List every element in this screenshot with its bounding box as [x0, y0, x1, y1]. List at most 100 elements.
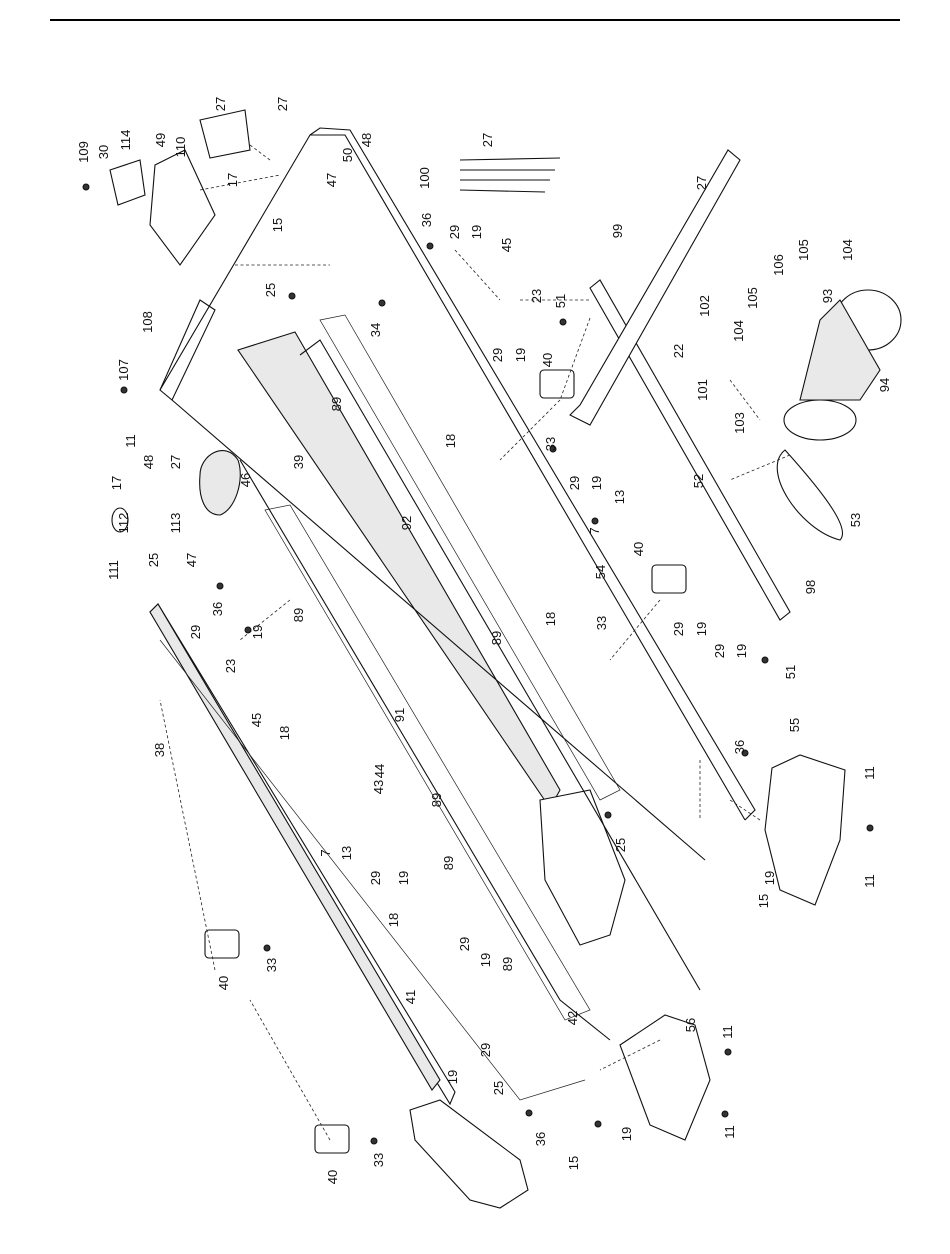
- part-label-22: 22: [671, 344, 686, 358]
- part-label-108: 108: [140, 311, 155, 333]
- part-label-103: 103: [732, 412, 747, 434]
- frame-top-edge: [159, 134, 746, 821]
- part-label-89: 89: [329, 397, 344, 411]
- part-label-102: 102: [697, 295, 712, 317]
- part-label-27: 27: [168, 455, 183, 469]
- part-label-33: 33: [594, 616, 609, 630]
- part-label-29: 29: [447, 225, 462, 239]
- part-label-29: 29: [671, 622, 686, 636]
- part-label-13: 13: [612, 490, 627, 504]
- motor-body-94: [799, 299, 881, 401]
- cable-ties-50: [459, 157, 561, 193]
- part-label-29: 29: [368, 871, 383, 885]
- part-label-38: 38: [152, 743, 167, 757]
- part-label-110: 110: [173, 137, 188, 158]
- deck-upper-line: [299, 339, 701, 991]
- part-label-53: 53: [848, 513, 863, 527]
- frame-upper-rail: [309, 127, 756, 821]
- part-label-19: 19: [619, 1127, 634, 1141]
- part-label-33: 33: [543, 437, 558, 451]
- part-label-11: 11: [862, 766, 877, 780]
- part-label-27: 27: [275, 97, 290, 111]
- part-label-11: 11: [720, 1025, 735, 1039]
- part-label-15: 15: [756, 894, 771, 908]
- part-label-89: 89: [500, 957, 515, 971]
- right-rail-end-cap: [539, 789, 626, 946]
- part-label-50: 50: [340, 148, 355, 162]
- part-label-98: 98: [803, 580, 818, 594]
- part-label-33: 33: [264, 958, 279, 972]
- hardware-fasteners: [82, 183, 874, 1145]
- part-label-23: 23: [529, 289, 544, 303]
- part-label-39: 39: [291, 455, 306, 469]
- part-label-41: 41: [403, 990, 418, 1004]
- part-label-45: 45: [249, 713, 264, 727]
- drive-belt-53: [776, 449, 844, 541]
- part-label-47: 47: [324, 173, 339, 187]
- part-label-93: 93: [820, 289, 835, 303]
- part-label-17: 17: [109, 476, 124, 490]
- part-label-19: 19: [589, 476, 604, 490]
- part-label-45: 45: [499, 238, 514, 252]
- part-label-40: 40: [216, 976, 231, 990]
- part-label-29: 29: [478, 1043, 493, 1057]
- isolators-40: [204, 369, 687, 1154]
- bracket-114: [109, 159, 146, 206]
- part-label-40: 40: [540, 353, 555, 367]
- motor-base: [783, 399, 857, 441]
- part-label-11: 11: [123, 434, 138, 448]
- part-label-27: 27: [694, 176, 709, 190]
- part-label-19: 19: [478, 953, 493, 967]
- part-label-49: 49: [153, 133, 168, 147]
- part-label-100: 100: [417, 167, 432, 189]
- part-label-11: 11: [722, 1125, 737, 1139]
- left-rail-end-cap: [409, 1099, 529, 1209]
- part-label-89: 89: [489, 631, 504, 645]
- bracket-49: [149, 149, 216, 266]
- deck-43: [159, 639, 586, 1101]
- part-label-18: 18: [443, 434, 458, 448]
- bracket-110: [199, 109, 251, 159]
- part-label-105: 105: [745, 287, 760, 309]
- part-label-23: 23: [223, 659, 238, 673]
- part-label-89: 89: [291, 608, 306, 622]
- part-label-105: 105: [796, 239, 811, 261]
- part-label-99: 99: [610, 224, 625, 238]
- part-label-29: 29: [457, 937, 472, 951]
- part-label-19: 19: [694, 622, 709, 636]
- part-label-25: 25: [613, 838, 628, 852]
- part-label-36: 36: [419, 213, 434, 227]
- part-label-44: 44: [372, 764, 387, 778]
- part-label-56: 56: [683, 1018, 698, 1032]
- part-label-40: 40: [631, 542, 646, 556]
- part-label-55: 55: [787, 718, 802, 732]
- part-label-7: 7: [318, 849, 333, 856]
- part-label-40: 40: [325, 1170, 340, 1184]
- left-rail-tread: [149, 603, 441, 1091]
- part-label-107: 107: [116, 359, 131, 381]
- part-label-19: 19: [734, 644, 749, 658]
- part-label-111: 111: [106, 560, 121, 580]
- crossbar-100: [569, 149, 741, 426]
- part-label-15: 15: [566, 1156, 581, 1170]
- part-label-15: 15: [270, 218, 285, 232]
- part-label-104: 104: [731, 320, 746, 342]
- part-label-92: 92: [399, 516, 414, 530]
- deck-lower-line: [239, 459, 611, 1041]
- part-label-42: 42: [565, 1011, 580, 1025]
- part-label-13: 13: [339, 846, 354, 860]
- part-label-94: 94: [877, 378, 892, 392]
- part-label-51: 51: [553, 294, 568, 308]
- part-label-109: 109: [76, 141, 91, 163]
- part-label-36: 36: [210, 602, 225, 616]
- deck-strip-91: [264, 504, 591, 1021]
- fan-46: [199, 450, 241, 516]
- part-label-19: 19: [396, 871, 411, 885]
- part-label-112: 112: [116, 513, 131, 534]
- part-label-18: 18: [277, 726, 292, 740]
- part-label-101: 101: [695, 379, 710, 401]
- part-label-29: 29: [712, 644, 727, 658]
